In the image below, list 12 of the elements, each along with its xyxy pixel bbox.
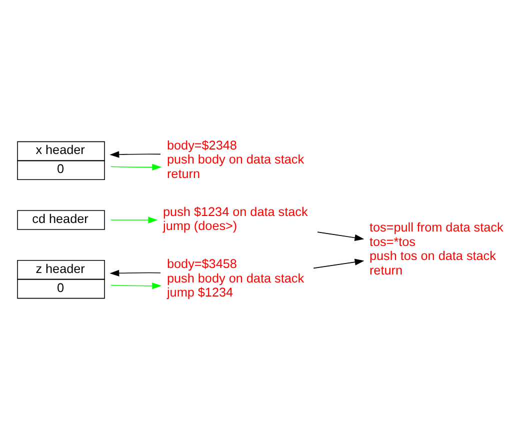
arrow bbox=[317, 231, 364, 240]
arrow bbox=[110, 269, 161, 276]
arrow bbox=[110, 163, 162, 170]
arrow bbox=[110, 216, 158, 223]
arrow bbox=[110, 282, 162, 289]
node-text: body=$2348 push body on data stack return bbox=[166, 138, 304, 180]
arrow bbox=[110, 150, 161, 158]
node-text: body=$3458 push body on data stack jump $1234 bbox=[166, 256, 304, 300]
node-box: cd header bbox=[17, 210, 105, 230]
arrow bbox=[313, 258, 364, 268]
node-text: push $1234 on data stack jump (does>) bbox=[163, 204, 308, 233]
node-text: tos=pull from data stack tos=*tos push tos on data stack return bbox=[369, 220, 504, 277]
